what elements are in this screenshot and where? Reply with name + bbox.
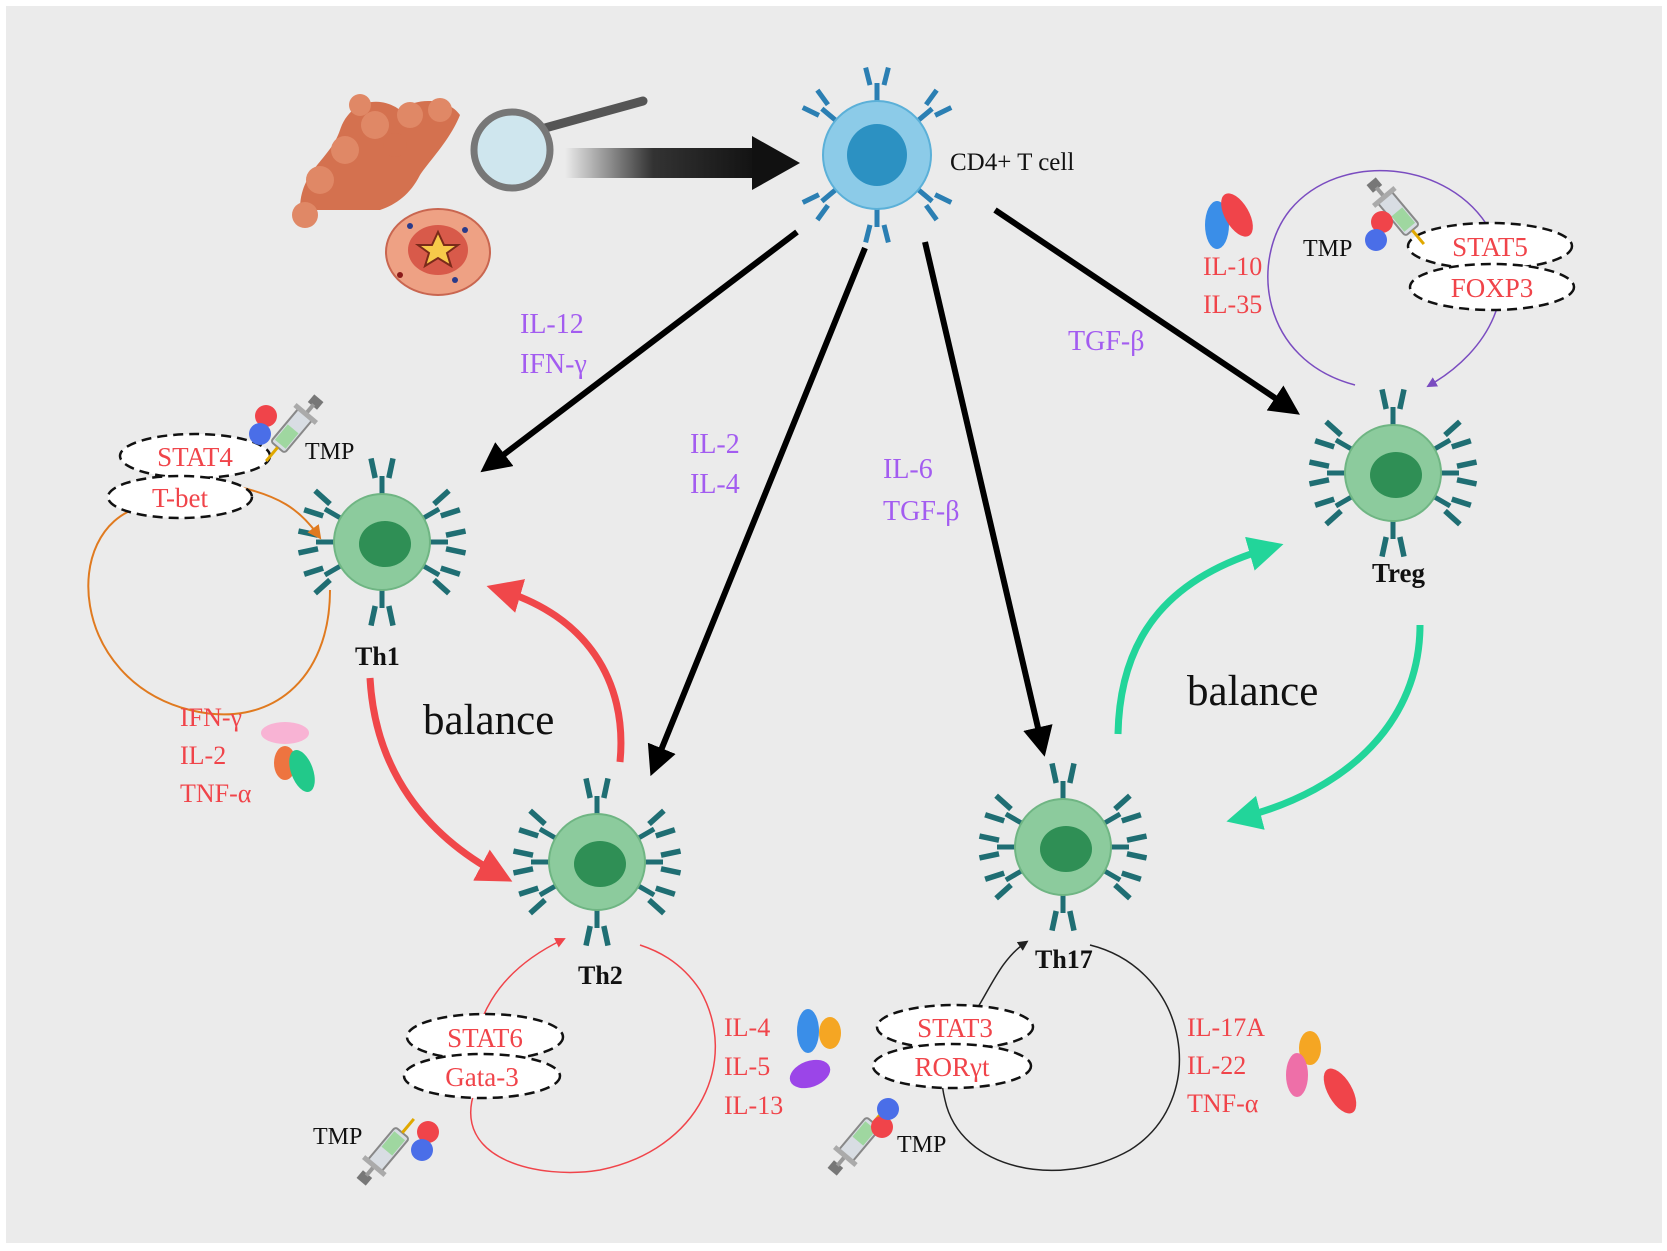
- th2-tf-stat6-badge: STAT6: [405, 1012, 565, 1062]
- treg-inducer-1: TGF-β: [1068, 326, 1144, 357]
- treg-cell-label: Treg: [1372, 558, 1425, 588]
- balance-label-th1-th2: balance: [423, 697, 554, 744]
- cytokine-molecule-icon: [789, 1009, 841, 1089]
- treg-cytokine-1: IL-10: [1203, 252, 1262, 281]
- th1-cell-label: Th1: [355, 642, 400, 671]
- arrow-cd4-to-th1: [480, 229, 799, 473]
- th1-tf-stat4-badge: STAT4: [118, 432, 272, 480]
- treg-tf-1: STAT5: [1452, 232, 1528, 262]
- cytokine-molecule-icon: [261, 722, 315, 793]
- th2-cytokine-3: IL-13: [724, 1091, 783, 1120]
- balance-arrow-treg-to-th17: [1226, 624, 1424, 830]
- th17-tf-stat3-badge: STAT3: [875, 1003, 1035, 1051]
- treg-tf-foxp3-badge: FOXP3: [1408, 262, 1576, 312]
- th2-cell-label: Th2: [578, 961, 623, 990]
- colon-tissue-icon: [292, 94, 491, 296]
- th2-drug-label: TMP: [313, 1124, 362, 1150]
- tissue-to-cd4-arrow: [565, 148, 760, 178]
- th2-feedback-loop: [469, 944, 716, 1174]
- th1-inducer-2: IFN-γ: [520, 349, 587, 380]
- th17-cytokine-2: IL-22: [1187, 1051, 1246, 1080]
- th2-cytokine-2: IL-5: [724, 1052, 770, 1081]
- balance-arrow-th1-to-th2: [366, 677, 513, 882]
- cytokine-molecule-icon: [1205, 193, 1253, 249]
- th1-drug-label: TMP: [305, 439, 354, 465]
- th1-tf-1: STAT4: [157, 442, 233, 472]
- arrow-cd4-to-th2: [647, 246, 868, 777]
- balance-arrow-th17-to-treg: [1114, 536, 1284, 735]
- arrow-cd4-to-treg: [993, 207, 1300, 415]
- th1-cytokine-2: IL-2: [180, 741, 226, 770]
- th17-tf-rorgt-badge: RORγt: [871, 1042, 1033, 1090]
- th17-tf-2: RORγt: [915, 1052, 990, 1082]
- th17-cytokine-1: IL-17A: [1187, 1013, 1265, 1042]
- th1-tf-tbet-badge: T-bet: [106, 474, 254, 520]
- th17-tf-1: STAT3: [917, 1013, 993, 1043]
- th1-tf-2: T-bet: [152, 483, 208, 513]
- cd4-cell-label: CD4+ T cell: [950, 149, 1074, 176]
- th1-cytokine-3: TNF-α: [180, 779, 252, 808]
- treg-tf-stat5-badge: STAT5: [1406, 221, 1574, 271]
- th2-cytokine-1: IL-4: [724, 1013, 770, 1042]
- balance-arrow-th2-to-th1: [486, 579, 625, 763]
- th2-inducer-1: IL-2: [690, 429, 740, 460]
- th2-inducer-2: IL-4: [690, 469, 740, 500]
- treg-tf-2: FOXP3: [1451, 273, 1534, 303]
- th1-feedback-loop: [87, 506, 331, 716]
- th17-cell-label: Th17: [1035, 945, 1093, 974]
- th1-cytokine-1: IFN-γ: [180, 703, 242, 732]
- balance-label-th17-treg: balance: [1187, 668, 1318, 715]
- th17-cytokine-3: TNF-α: [1187, 1089, 1259, 1118]
- th1-inducer-1: IL-12: [520, 309, 584, 340]
- th17-inducer-2: TGF-β: [883, 496, 959, 527]
- treg-cytokine-2: IL-35: [1203, 290, 1262, 319]
- tissue-to-cd4-arrow-head: [752, 136, 800, 190]
- treg-drug-label: TMP: [1303, 236, 1352, 262]
- magnifier-icon: [470, 96, 648, 192]
- arrow-cd4-to-th17: [922, 241, 1053, 757]
- th2-tf-gata3-badge: Gata-3: [402, 1052, 562, 1100]
- th2-tf-1: STAT6: [447, 1023, 523, 1053]
- th17-inducer-1: IL-6: [883, 454, 933, 485]
- cytokine-molecule-icon: [1286, 1031, 1357, 1114]
- th2-tf-2: Gata-3: [445, 1062, 518, 1092]
- cd4-t-cell: [800, 66, 954, 244]
- th17-drug-label: TMP: [897, 1132, 946, 1158]
